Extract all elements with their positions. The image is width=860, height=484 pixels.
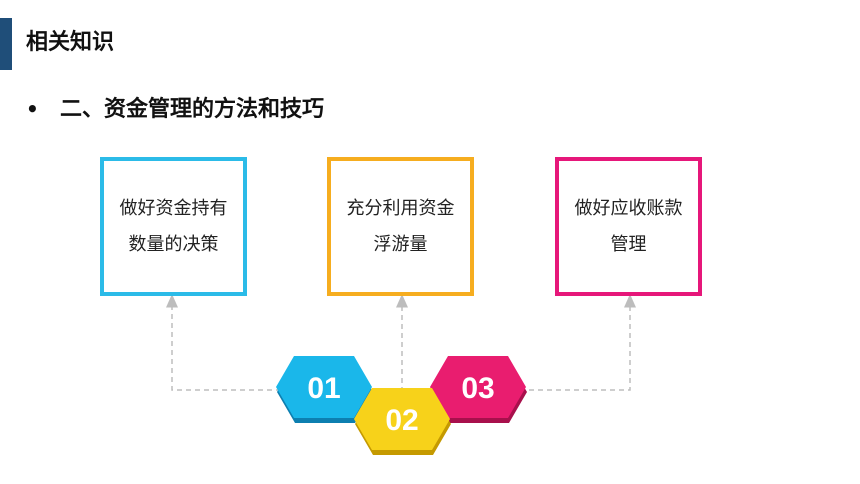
card-1-line-2: 数量的决策 (128, 233, 219, 255)
card-float-usage: 充分利用资金 浮游量 (327, 157, 474, 296)
hexagon-shape-icon (354, 388, 451, 455)
hexagon-badge-02: 02 (352, 386, 452, 456)
card-receivables: 做好应收账款 管理 (555, 157, 702, 296)
badge-number-01: 01 (307, 372, 341, 405)
hexagon-shape-icon (430, 356, 527, 423)
page-title: 相关知识 (26, 30, 115, 55)
section-heading: • 二、资金管理的方法和技巧 (26, 94, 324, 125)
badge-number-02: 02 (385, 404, 419, 437)
connector-1 (166, 294, 290, 391)
section-heading-text: 二、资金管理的方法和技巧 (60, 97, 325, 122)
connector-3 (520, 294, 636, 391)
badge-number-03: 03 (461, 372, 495, 405)
hexagon-badge-03: 03 (428, 354, 528, 424)
card-2-line-2: 浮游量 (373, 233, 428, 255)
card-3-line-1: 做好应收账款 (574, 197, 683, 219)
card-3-line-2: 管理 (610, 233, 647, 255)
card-2-line-1: 充分利用资金 (346, 197, 455, 219)
bullet-icon: • (26, 97, 39, 121)
hexagon-badge-01: 01 (274, 354, 374, 424)
hexagon-shape-icon (276, 356, 373, 423)
card-cash-holding: 做好资金持有 数量的决策 (100, 157, 247, 296)
card-1-line-1: 做好资金持有 (119, 197, 228, 219)
title-accent-bar (0, 18, 12, 70)
